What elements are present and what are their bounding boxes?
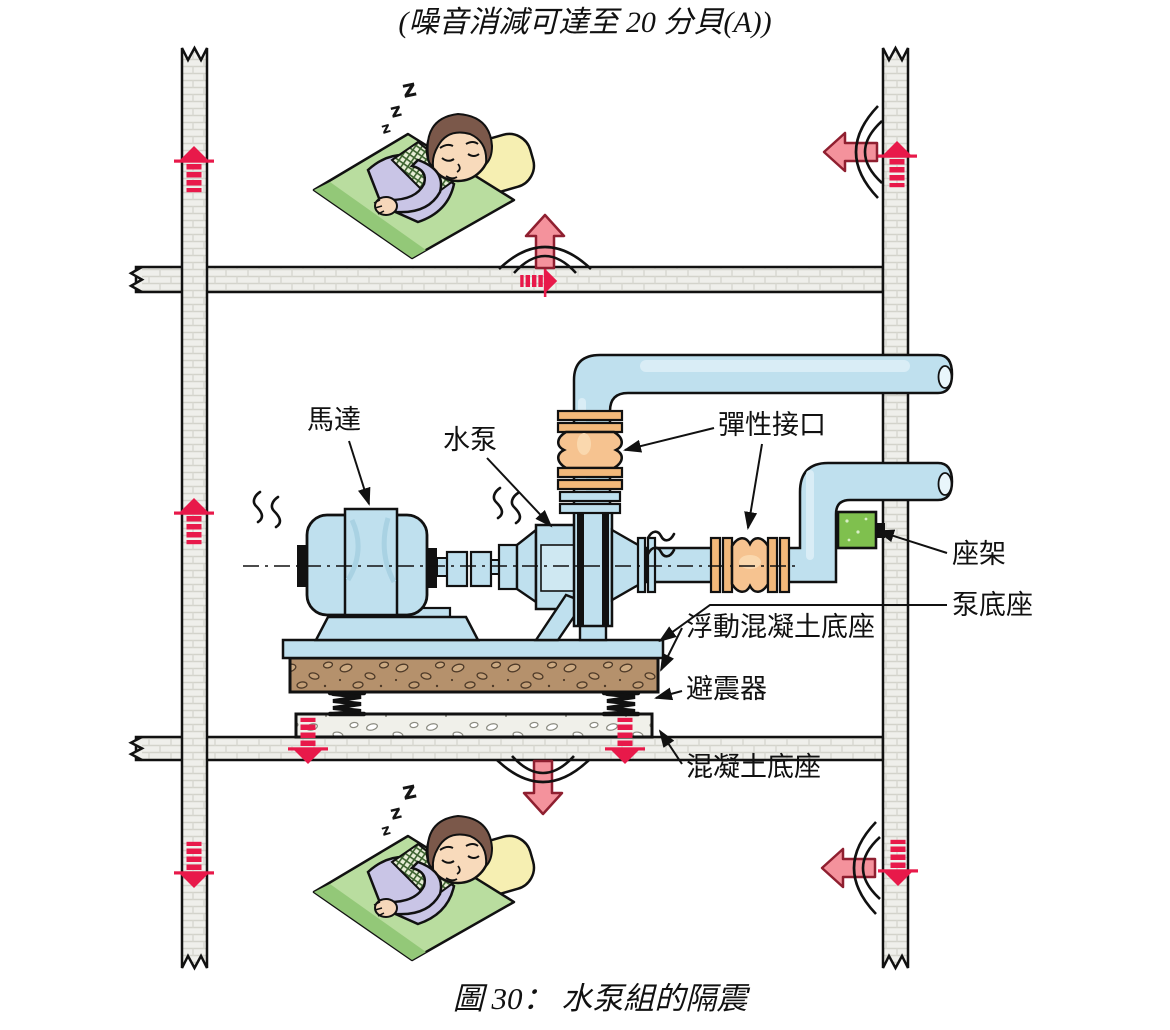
pump-shaft	[490, 559, 500, 575]
outlet-flange-1	[636, 536, 647, 594]
pipe-flange	[558, 502, 622, 515]
figure-title: (噪音消減可達至 20 分貝(A))	[398, 6, 771, 39]
label-motor: 馬達	[307, 405, 361, 435]
radiated-noise-arrow-down	[495, 754, 591, 816]
coupling-half-left	[445, 550, 469, 588]
label-vibration-isolator: 避震器	[686, 674, 767, 704]
outlet-flange-2	[646, 536, 657, 594]
bracket-anchor	[876, 523, 885, 538]
radiated-noise-arrow-left	[820, 820, 882, 916]
pipe-flange	[558, 490, 622, 503]
flange-plate	[766, 536, 779, 594]
bracket-speckle	[856, 530, 860, 534]
floor-break-mark	[128, 735, 145, 762]
wall-bracket	[836, 510, 885, 550]
bracket-speckle	[845, 519, 849, 523]
leader-bracket	[876, 529, 948, 554]
bellows	[557, 430, 623, 470]
bracket-speckle	[864, 517, 868, 521]
leader-flexible-joint-b	[744, 443, 763, 530]
flange-plate	[721, 536, 734, 594]
label-bracket: 座架	[952, 539, 1006, 569]
pump-casing-detail	[540, 544, 576, 592]
pipe-end-cap	[937, 472, 953, 496]
flange-plate	[556, 478, 624, 491]
label-pump-base: 泵底座	[952, 590, 1033, 620]
coupling-half-right	[469, 550, 493, 588]
concrete-base-slab	[294, 712, 654, 739]
radiated-noise-arrow-up	[497, 213, 593, 275]
motor-shading	[345, 517, 397, 584]
figure-caption: 圖 30： 水泵組的隔震	[453, 981, 750, 1016]
floor-break-mark	[128, 265, 145, 294]
leader-flexible-joint-a	[623, 427, 715, 453]
flange-plate	[709, 536, 722, 594]
upper-floor-slab	[134, 265, 885, 294]
leader-pump	[486, 457, 553, 528]
flange-plate	[556, 466, 624, 479]
radiated-noise-arrow-left	[822, 104, 884, 200]
leader-concrete-base	[658, 729, 683, 765]
motor-endcap-left	[297, 545, 308, 587]
motor	[297, 507, 481, 642]
spring-isolator-left	[327, 690, 367, 717]
pump-assembly	[445, 506, 657, 642]
bracket-speckle	[847, 538, 851, 542]
pipe-highlight	[806, 470, 814, 560]
pump-baseplate	[281, 638, 665, 660]
flexible-joint-horizontal	[709, 536, 791, 594]
bracket-block	[836, 510, 878, 550]
leader-floating-base	[660, 627, 683, 672]
spring-isolator-right	[601, 690, 641, 717]
flexible-joint-vertical	[556, 409, 624, 515]
floating-concrete-base-slab	[288, 656, 660, 694]
volute-flange-left	[577, 508, 584, 626]
pipe-highlight	[640, 360, 910, 372]
label-flexible-joint: 彈性接口	[718, 410, 826, 440]
leader-motor	[348, 440, 371, 506]
motor-shaft	[436, 557, 448, 577]
label-concrete-base: 混凝土底座	[686, 752, 821, 782]
bellows-highlight	[739, 555, 761, 569]
motor-endcap-right	[427, 548, 437, 588]
leader-isolator	[654, 687, 683, 701]
motor-pedestal	[313, 615, 481, 642]
flange-plate	[556, 421, 624, 434]
leader-pump-base	[658, 604, 947, 643]
building-structure	[128, 45, 910, 971]
sleeping-tenant-upper	[312, 72, 541, 260]
right-wall	[881, 45, 910, 971]
volute-flange-right	[602, 508, 609, 626]
pipe-end-cap	[937, 365, 953, 389]
label-floating-concrete-base: 浮動混凝土底座	[686, 612, 875, 642]
label-pump: 水泵	[443, 425, 497, 455]
bearing-housing	[497, 543, 519, 591]
sleeping-tenant-lower	[312, 774, 541, 962]
flange-plate	[778, 536, 791, 594]
inertia-base-stack	[281, 638, 665, 739]
leader-lines	[348, 427, 948, 765]
flange-plate	[556, 409, 624, 422]
pump-suction-spool	[644, 546, 718, 584]
pump-outlet-cone	[610, 527, 642, 603]
vibration-squiggles	[252, 486, 676, 558]
bellows-highlight	[577, 433, 591, 455]
